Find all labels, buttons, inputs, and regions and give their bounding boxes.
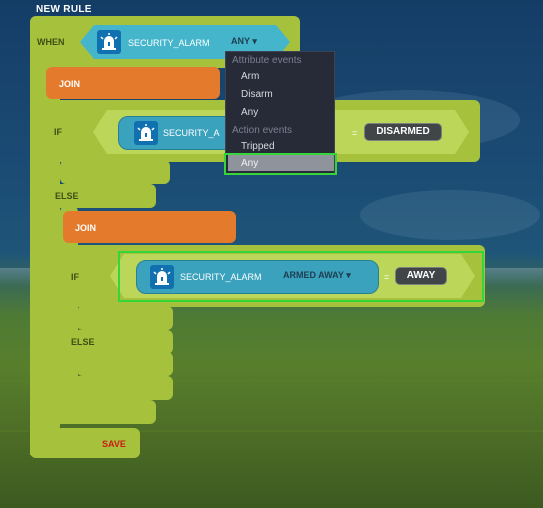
alarm-siren-icon (150, 265, 174, 289)
highlight-rule2-condition (118, 251, 484, 302)
rule2-device[interactable] (136, 260, 379, 294)
when-device-name: SECURITY_ALARM (128, 38, 210, 48)
dropdown-item-any-attribute[interactable]: Any (241, 107, 259, 118)
rule2-device-name: SECURITY_ALARM (180, 272, 262, 282)
dropdown-item-disarm[interactable]: Disarm (241, 89, 273, 100)
when-selector-value: ANY (231, 36, 250, 46)
rule2-selector-value: ARMED AWAY (283, 270, 344, 280)
rule2-else-block[interactable] (63, 330, 173, 354)
rule1-value[interactable]: DISARMED (364, 123, 442, 141)
alarm-siren-icon (134, 121, 158, 145)
rule2-join-label: JOIN (75, 223, 97, 233)
cloud (360, 190, 540, 240)
rule2-footer (63, 376, 173, 400)
when-selector[interactable]: ANY ▾ (231, 36, 257, 47)
rule1-then-slot[interactable] (60, 160, 170, 184)
dropdown-item-arm[interactable]: Arm (241, 71, 260, 82)
rule2-join-block[interactable] (63, 211, 236, 243)
rule1-equals: = (352, 128, 358, 138)
save-button[interactable]: SAVE (102, 439, 126, 449)
alarm-siren-icon (97, 30, 121, 54)
outer-rail (30, 50, 44, 455)
chevron-down-icon: ▾ (346, 270, 351, 280)
outer-footer (30, 428, 140, 458)
dropdown-section-action: Action events (232, 125, 293, 136)
dropdown-item-tripped[interactable]: Tripped (241, 141, 275, 152)
rule1-device-name: SECURITY_A (163, 128, 220, 138)
field-stripe (0, 380, 543, 382)
rule-title: NEW RULE (36, 4, 92, 15)
rule1-join-label: JOIN (59, 79, 81, 89)
rule2-value[interactable]: AWAY (395, 267, 447, 285)
rule1-else-label: ELSE (55, 191, 79, 201)
highlight-any-action (224, 153, 337, 175)
rule2-else-label: ELSE (71, 337, 95, 347)
rule2-equals: = (384, 272, 390, 282)
rule1-if-label: IF (54, 127, 62, 137)
dropdown-section-attribute: Attribute events (232, 55, 302, 66)
rule1-join-block[interactable] (46, 67, 220, 99)
rule2-selector[interactable]: ARMED AWAY ▾ (283, 270, 351, 281)
rule2-if-label: IF (71, 272, 79, 282)
field-stripe (0, 330, 543, 332)
rule1-footer (46, 400, 156, 424)
dropdown-item-highlight (228, 154, 334, 171)
when-label: WHEN (37, 37, 65, 47)
field-stripe (0, 430, 543, 432)
rule1-else-block[interactable] (46, 184, 156, 208)
rule2-else-slot[interactable] (77, 352, 173, 376)
chevron-down-icon: ▾ (252, 36, 257, 46)
dropdown-item-any-action[interactable]: Any (241, 158, 259, 169)
rule2-then-slot[interactable] (77, 306, 173, 330)
